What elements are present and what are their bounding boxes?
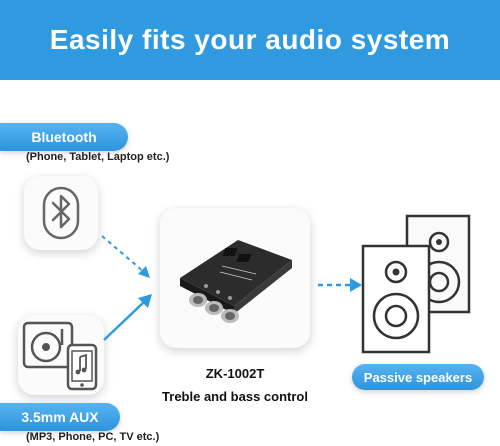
bluetooth-to-board-arrow-icon: [101, 235, 150, 278]
aux-to-board-arrow-icon: [103, 294, 152, 341]
bluetooth-label-pill: Bluetooth: [0, 123, 128, 151]
aux-subtitle: (MP3, Phone, PC, TV etc.): [26, 431, 160, 443]
bluetooth-label: Bluetooth: [31, 129, 97, 145]
bluetooth-subtitle: (Phone, Tablet, Laptop etc.): [26, 151, 170, 163]
speakers-label: Passive speakers: [363, 369, 473, 385]
amplifier-board-image: [160, 208, 310, 348]
aux-devices-icon: [18, 315, 104, 395]
board-model: ZK-1002T: [205, 366, 265, 381]
speakers-label-pill: Passive speakers: [352, 364, 484, 390]
board-caption: Treble and bass control: [162, 389, 308, 404]
board-to-speakers-arrow-icon: [318, 278, 362, 292]
header-title: Easily fits your audio system: [49, 24, 451, 55]
aux-label: 3.5mm AUX: [21, 409, 99, 425]
header-banner: Easily fits your audio system: [0, 0, 500, 80]
speakers-image: [355, 208, 480, 358]
aux-label-pill: 3.5mm AUX: [0, 403, 120, 431]
bluetooth-icon: [24, 176, 98, 250]
